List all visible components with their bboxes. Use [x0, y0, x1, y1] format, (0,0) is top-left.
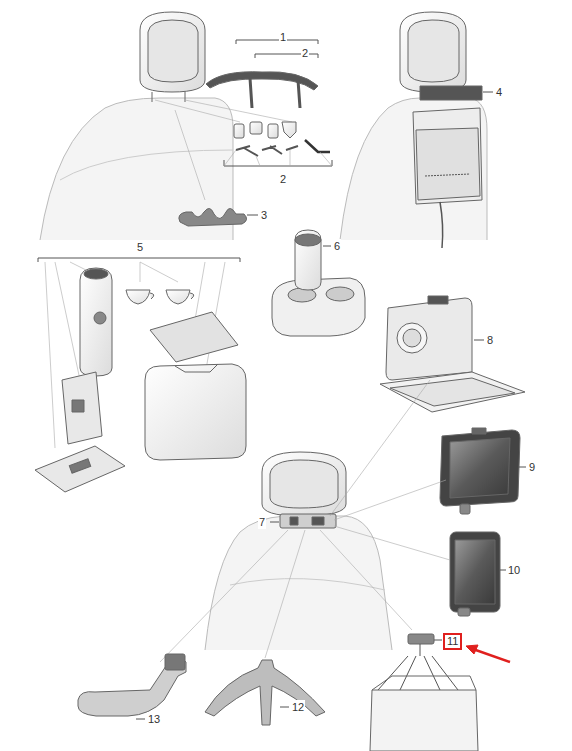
callout-number: 12 — [291, 700, 305, 714]
callout-number: 10 — [507, 563, 521, 577]
callout-number: 9 — [528, 460, 536, 474]
callout-number: 5 — [136, 240, 144, 254]
callout-number: 1 — [279, 30, 287, 44]
callout-number: 11 — [447, 635, 458, 647]
callout-number: 6 — [333, 239, 341, 253]
callout-number: 8 — [486, 333, 494, 347]
callout-number: 7 — [258, 515, 266, 529]
callout-number: 2 — [301, 46, 309, 60]
callout-number: 3 — [260, 208, 268, 222]
highlight-box: 11 — [443, 633, 462, 650]
callout-number: 4 — [495, 85, 503, 99]
callout-number: 13 — [147, 712, 161, 726]
callout-number: 2 — [279, 172, 287, 186]
